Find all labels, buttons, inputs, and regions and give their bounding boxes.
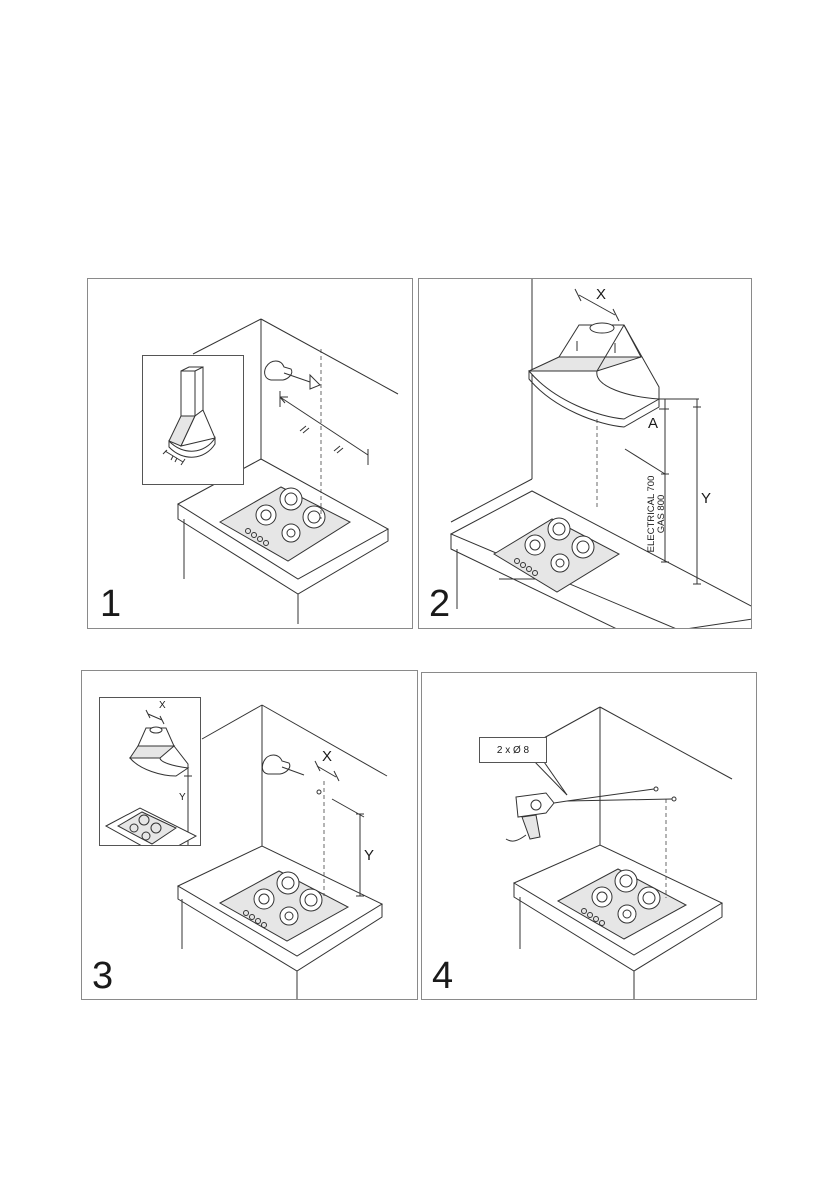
dimension-x-label: X (596, 287, 606, 302)
step-1-number: 1 (100, 585, 121, 623)
dimension-y-label: Y (701, 491, 711, 506)
step-4-drawing (422, 673, 757, 1000)
step-4-number: 4 (432, 957, 453, 995)
step-2-panel: X A Y ELECTRICAL 700 GAS 800 2 (418, 278, 752, 629)
step-3-panel: X Y X Y 3 (81, 670, 418, 1000)
step-1-panel: 1 (87, 278, 413, 629)
gas-distance: GAS 800 (657, 473, 667, 555)
hood-measure-inset (100, 698, 201, 846)
step-3-inset (99, 697, 201, 846)
electrical-gas-label: ELECTRICAL 700 GAS 800 (647, 473, 668, 555)
dimension-x-label: X (322, 749, 332, 764)
drill-size-callout: 2 x Ø 8 (479, 737, 547, 763)
inset-y-label: Y (179, 793, 186, 803)
step-4-panel: 2 x Ø 8 4 (421, 672, 757, 1000)
step-2-number: 2 (429, 585, 450, 623)
dimension-y-label: Y (364, 848, 374, 863)
inset-x-label: X (159, 701, 166, 711)
step-2-drawing (419, 279, 752, 629)
step-3-number: 3 (92, 957, 113, 995)
hood-inset-drawing (143, 356, 244, 485)
step-1-drawing (88, 279, 413, 629)
step-1-inset (142, 355, 244, 485)
dimension-a-label: A (648, 416, 658, 431)
